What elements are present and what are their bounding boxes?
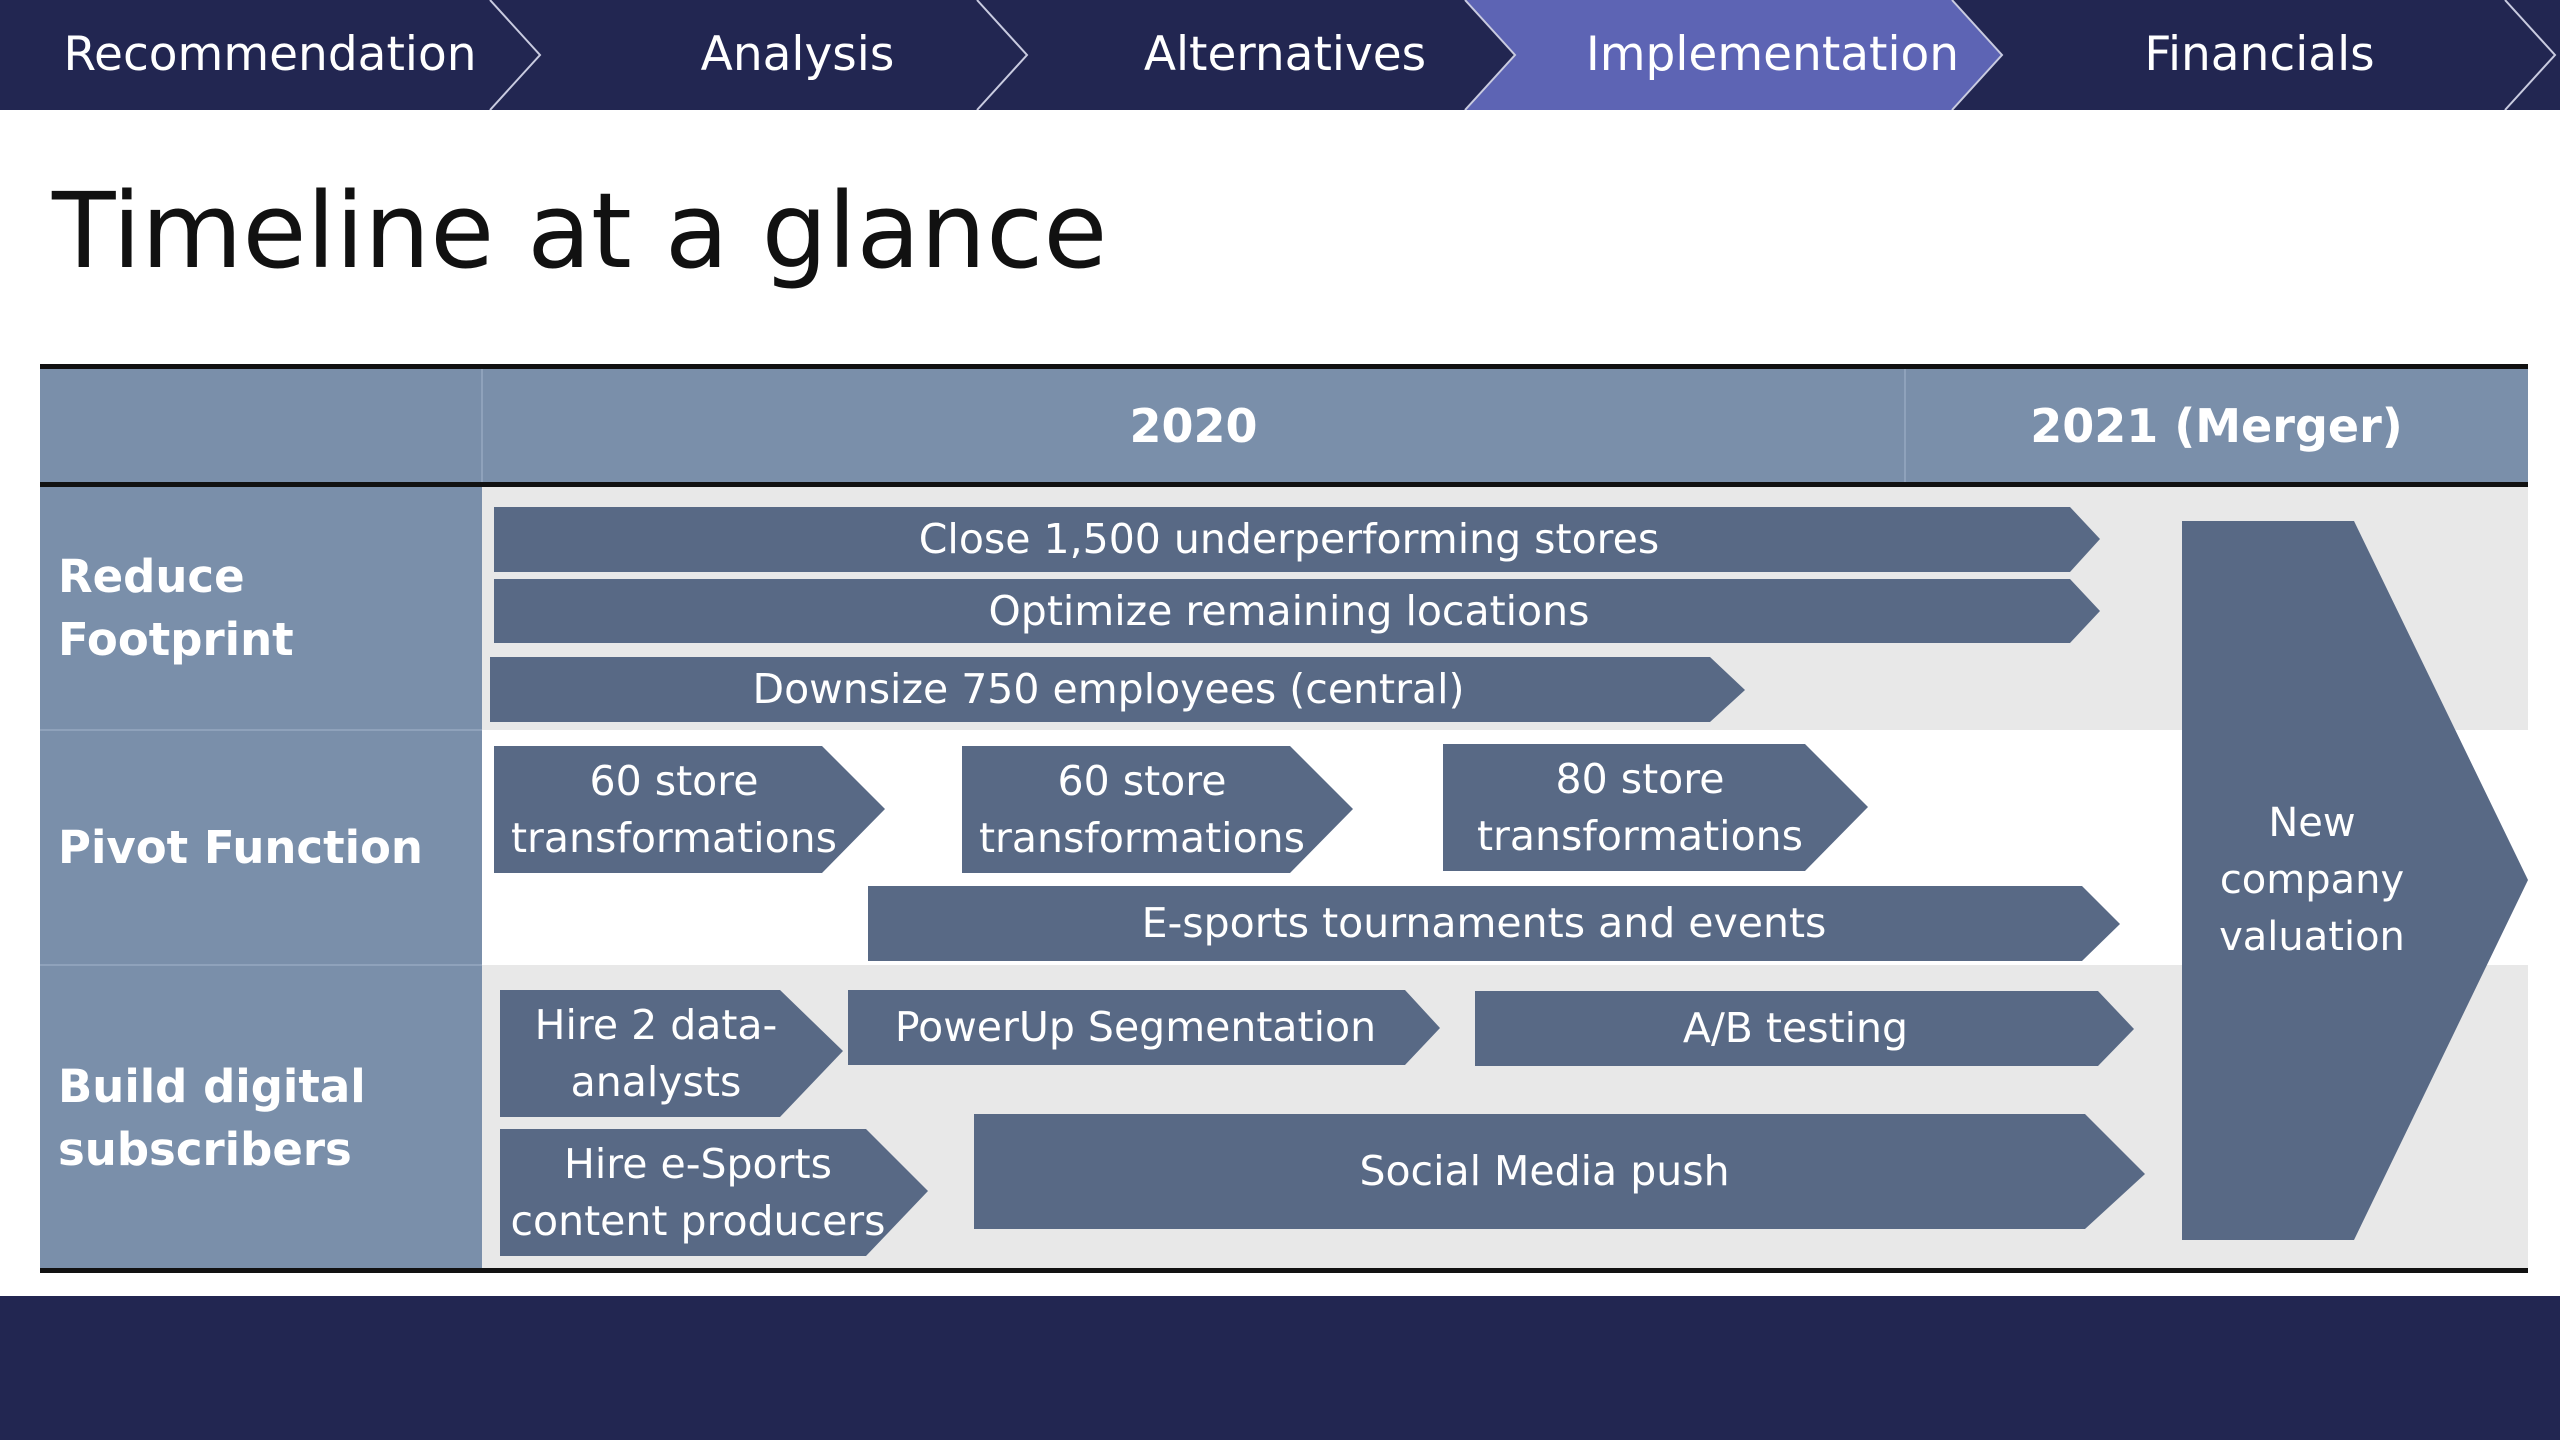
header-2021: 2021 (Merger): [2030, 399, 2403, 453]
row-label-column: [40, 485, 482, 1270]
tab-implementation[interactable]: Implementation: [1585, 27, 1960, 82]
tab-financials[interactable]: Financials: [2144, 27, 2375, 82]
nav-active-chevron: [1465, 0, 2002, 110]
tab-analysis[interactable]: Analysis: [700, 27, 895, 82]
valuation-arrow: [2182, 521, 2528, 1240]
task-hire-producers: Hire e-Sports content producers: [510, 1139, 886, 1245]
tab-alternatives[interactable]: Alternatives: [1143, 27, 1427, 82]
task-arrow-transform-3: [1443, 744, 1868, 871]
header-2020: 2020: [1129, 399, 1258, 453]
task-close-stores: Close 1,500 underperforming stores: [918, 515, 1660, 563]
task-esports-events: E-sports tournaments and events: [1141, 899, 1827, 947]
task-arrow-esports: [868, 886, 2120, 961]
task-arrow-downsize: [490, 657, 1745, 722]
task-hire-analysts: Hire 2 data- analysts: [534, 1000, 778, 1106]
task-arrow-optimize: [494, 579, 2100, 643]
table-header-band: [40, 368, 2528, 485]
task-arrow-social-push: [974, 1114, 2145, 1229]
task-downsize: Downsize 750 employees (central): [752, 665, 1465, 713]
nav-separator: [976, 0, 1029, 110]
task-social-push: Social Media push: [1359, 1147, 1730, 1195]
task-transform-1: 60 store transformations: [510, 756, 838, 862]
task-transform-3: 80 store transformations: [1476, 754, 1804, 860]
task-arrow-hire-producers: [500, 1129, 928, 1256]
footer-bar: [0, 1296, 2560, 1440]
row-label-pivot-function: Pivot Function: [58, 821, 423, 874]
tab-recommendation[interactable]: Recommendation: [63, 27, 477, 82]
nav-separator: [2504, 0, 2557, 110]
valuation-label: New company valuation: [2219, 800, 2405, 960]
task-arrow-ab-testing: [1475, 991, 2134, 1066]
nav-bar: Recommendation Analysis Alternatives Imp…: [0, 0, 2560, 110]
task-transform-2: 60 store transformations: [978, 756, 1306, 862]
task-arrow-hire-analysts: [500, 990, 843, 1117]
task-arrow-close-stores: [494, 507, 2100, 572]
task-ab-testing: A/B testing: [1682, 1004, 1909, 1052]
row-label-reduce-footprint: Reduce Footprint: [58, 549, 294, 666]
page-title: Timeline at a glance: [52, 170, 1108, 292]
nav-separator: [1464, 0, 1517, 110]
task-segmentation: PowerUp Segmentation: [894, 1003, 1377, 1051]
nav-separator: [1951, 0, 2004, 110]
task-arrow-transform-2: [962, 746, 1353, 873]
task-arrow-transform-1: [494, 746, 885, 873]
task-arrow-segmentation: [848, 990, 1440, 1065]
row-label-build-digital: Build digital subscribers: [58, 1059, 366, 1176]
table-top-rule: [40, 364, 2528, 369]
table-bottom-rule: [40, 1268, 2528, 1273]
table-header-rule: [40, 482, 2528, 487]
nav-separator: [489, 0, 542, 110]
nav-background: [0, 0, 2560, 110]
task-optimize-locations: Optimize remaining locations: [988, 586, 1590, 635]
